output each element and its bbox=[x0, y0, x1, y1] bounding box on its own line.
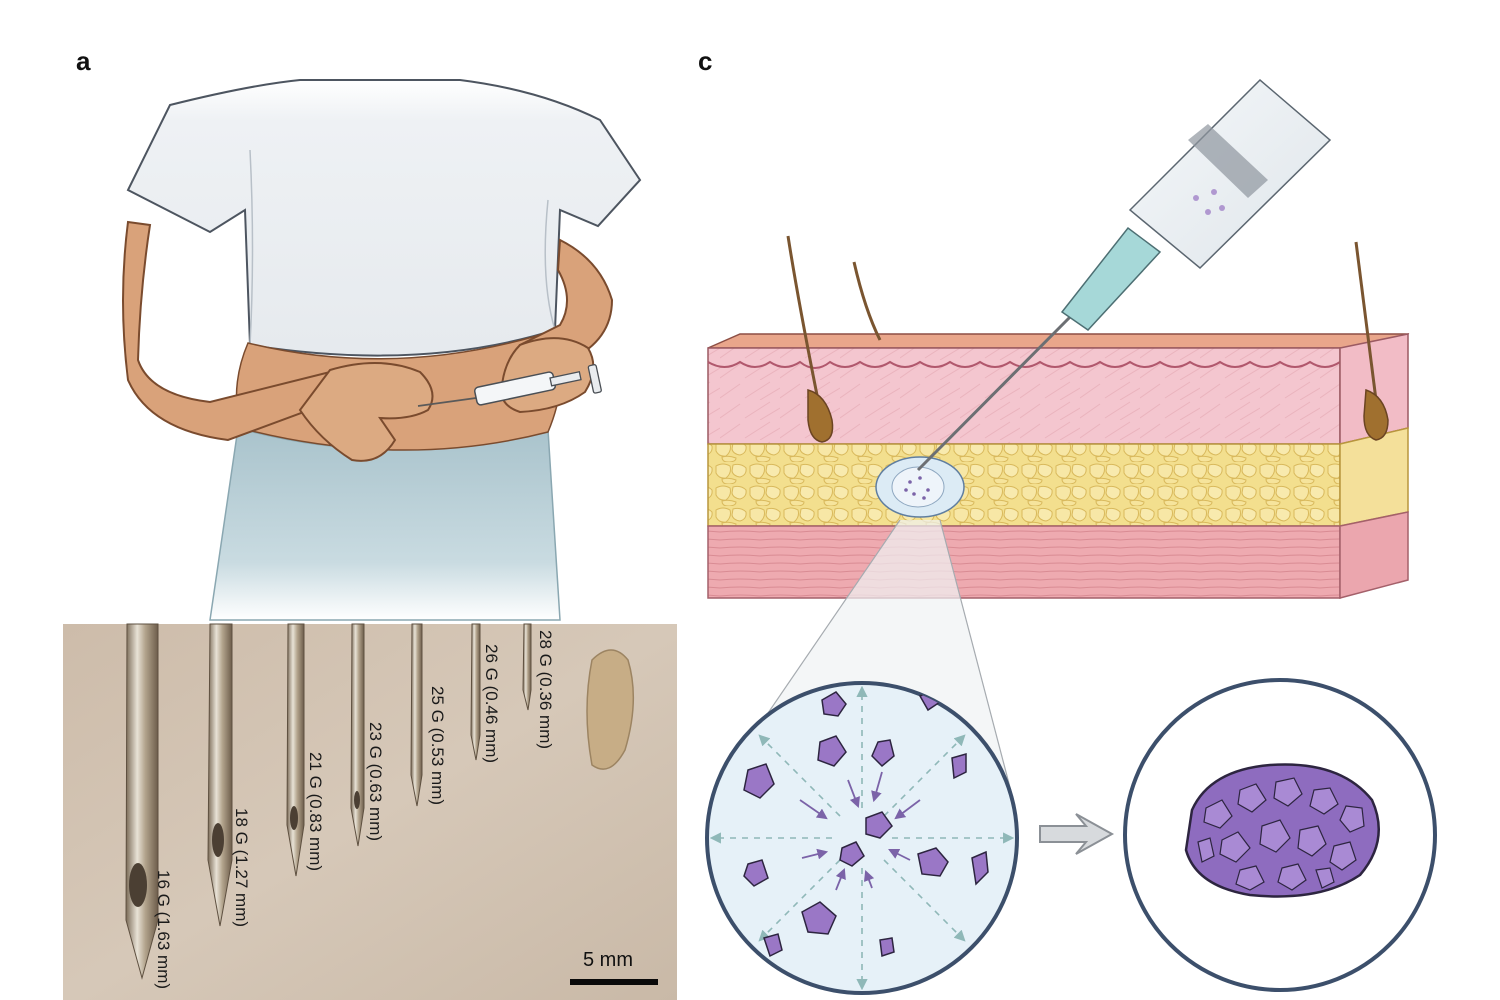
panel-c-illustration bbox=[705, 78, 1437, 995]
needle-label-26g: 26 G (0.46 mm) bbox=[482, 644, 501, 763]
rice-grain bbox=[586, 649, 635, 770]
panel-a-illustration bbox=[122, 79, 642, 621]
needle-label-16g: 16 G (1.63 mm) bbox=[154, 870, 173, 989]
panel-b-photo: 16 G (1.63 mm) 18 G (1.27 mm) 21 G (0.83… bbox=[63, 623, 677, 1000]
crystal-icon bbox=[743, 689, 989, 958]
scale-bar-label: 5 mm bbox=[583, 949, 633, 971]
needle-label-28g: 28 G (0.36 mm) bbox=[536, 630, 555, 749]
needle-label-23g: 23 G (0.63 mm) bbox=[366, 722, 385, 841]
panel-label-a: a bbox=[76, 46, 91, 76]
needle-23g bbox=[350, 623, 365, 847]
needle-label-25g: 25 G (0.53 mm) bbox=[428, 686, 447, 805]
needle-26g bbox=[470, 623, 481, 761]
needle-label-18g: 18 G (1.27 mm) bbox=[232, 808, 251, 927]
arrow-right-icon bbox=[1039, 813, 1115, 855]
syringe-icon-c bbox=[916, 78, 1332, 472]
needle-25g bbox=[410, 623, 423, 807]
needle-21g bbox=[286, 623, 305, 877]
muscle-layer bbox=[707, 525, 1341, 599]
hair-follicle-icon bbox=[786, 235, 1389, 443]
panel-label-c: c bbox=[698, 46, 713, 76]
dispersed-crystals-circle bbox=[705, 681, 1019, 995]
aggregated-crystals-circle bbox=[1123, 678, 1437, 992]
needle-18g bbox=[207, 623, 233, 927]
subcutaneous-fat-layer bbox=[707, 443, 1341, 527]
needle-16g bbox=[125, 623, 159, 980]
needle-28g bbox=[522, 623, 532, 711]
syringe-icon bbox=[417, 364, 602, 407]
needle-label-21g: 21 G (0.83 mm) bbox=[306, 752, 325, 871]
